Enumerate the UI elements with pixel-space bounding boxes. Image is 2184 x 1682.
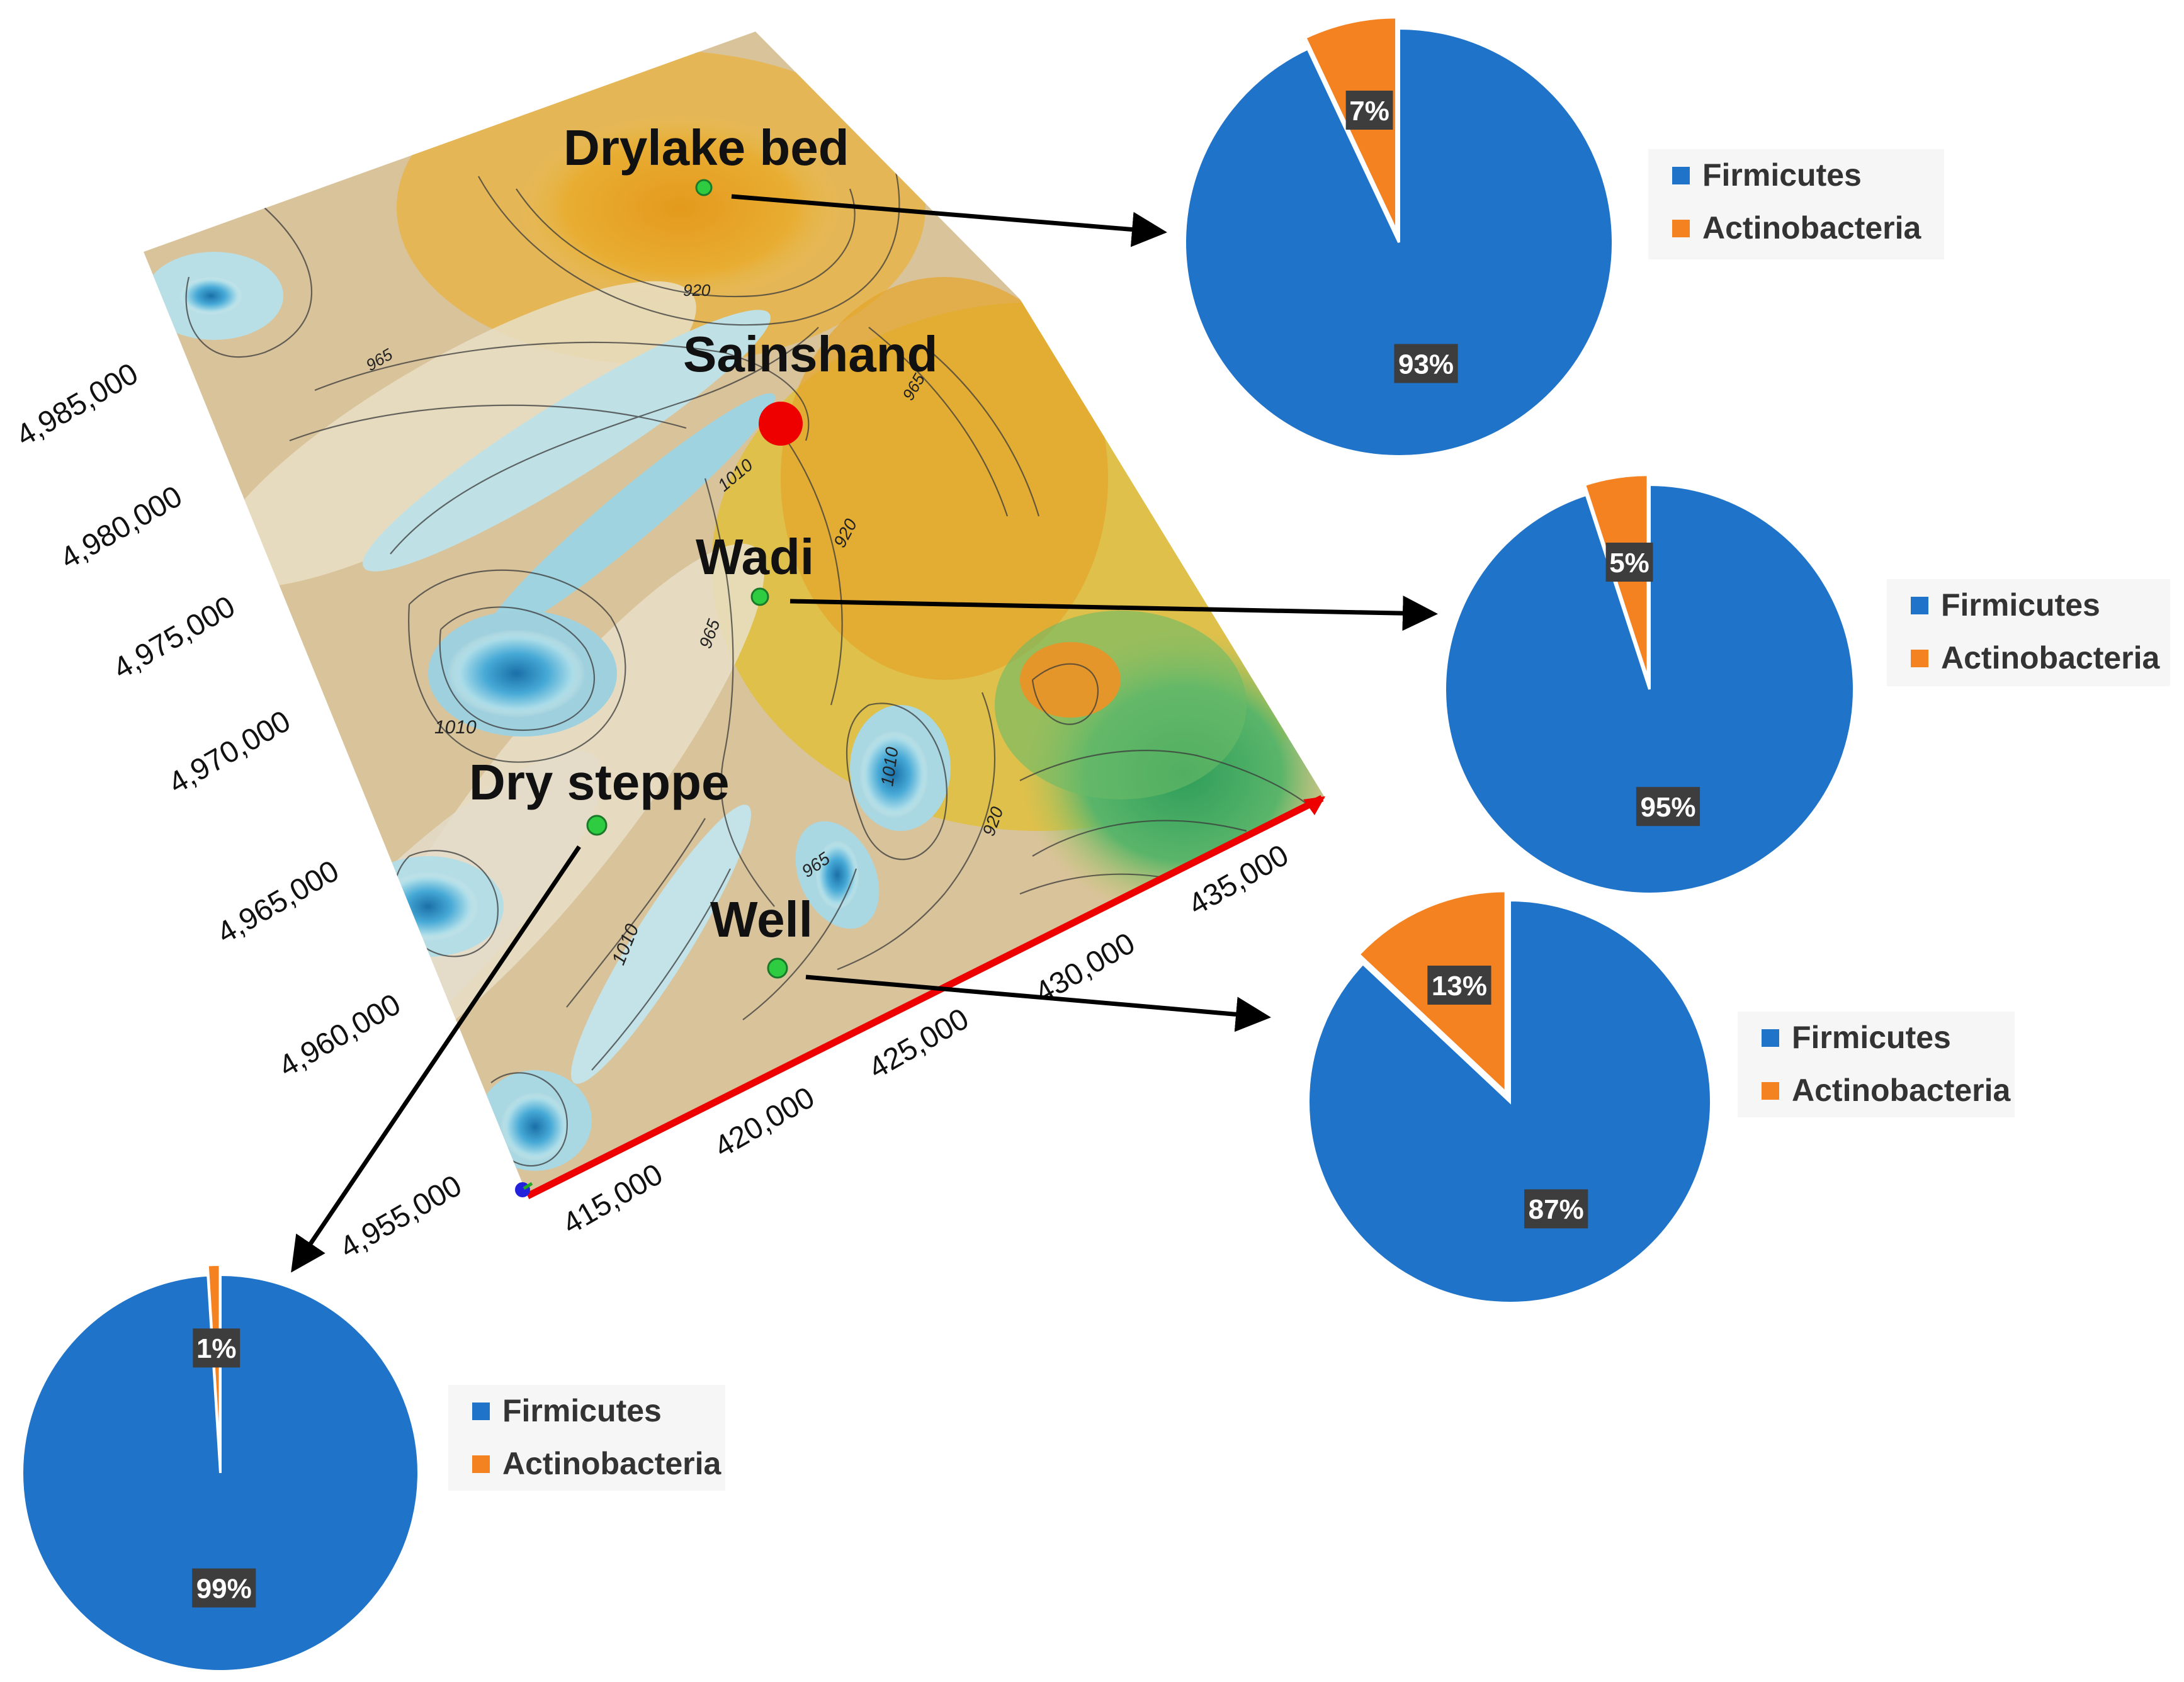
- legend-label-firmicutes: Firmicutes: [1702, 157, 1862, 193]
- site-marker-drysteppe[interactable]: [586, 815, 608, 836]
- northing-tick: 4,980,000: [55, 480, 188, 576]
- pie-label-actinobacteria: 7%: [1349, 96, 1389, 127]
- easting-axis-arrowhead: [1303, 796, 1325, 815]
- contour-label: 920: [683, 281, 711, 300]
- pie-label-firmicutes-bg: [1524, 1189, 1588, 1229]
- site-label-wadi: Wadi: [696, 529, 814, 585]
- site-marker-well[interactable]: [767, 957, 788, 979]
- legend-box: [1738, 1012, 2015, 1117]
- legend-label-actinobacteria: Actinobacteria: [1941, 640, 2161, 675]
- site-label-sainshand: Sainshand: [683, 326, 938, 382]
- legend-swatch-actinobacteria: [1762, 1082, 1779, 1100]
- legend-swatch-actinobacteria: [1911, 650, 1928, 667]
- pie-label-actinobacteria-bg: [1605, 543, 1653, 582]
- pie-label-firmicutes: 95%: [1640, 792, 1695, 823]
- legend-swatch-firmicutes: [1911, 597, 1928, 614]
- pie-label-firmicutes: 93%: [1398, 349, 1454, 380]
- pie-label-actinobacteria: 1%: [196, 1333, 237, 1364]
- pie-label-actinobacteria: 5%: [1609, 548, 1649, 579]
- pie-label-firmicutes: 87%: [1529, 1194, 1584, 1225]
- pie-label-firmicutes-bg: [1636, 787, 1700, 827]
- legend-swatch-firmicutes: [1672, 167, 1690, 184]
- northing-tick: 4,960,000: [273, 988, 406, 1084]
- pie-label-actinobacteria-bg: [193, 1328, 240, 1368]
- legend-swatch-actinobacteria: [472, 1455, 490, 1473]
- town-marker-sainshand[interactable]: [759, 402, 803, 446]
- legend-label-firmicutes: Firmicutes: [1941, 587, 2100, 623]
- site-label-drysteppe: Dry steppe: [469, 754, 729, 810]
- site-label-well: Well: [710, 891, 813, 947]
- pie-label-actinobacteria: 13%: [1432, 971, 1487, 1002]
- pie-slice-firmicutes: [20, 1273, 420, 1673]
- legend-box: [1887, 579, 2170, 686]
- pie-label-firmicutes-bg: [192, 1568, 256, 1608]
- legend-box: [1648, 149, 1944, 259]
- pie-charts: 93%7%FirmicutesActinobacteria95%5%Firmic…: [20, 16, 2170, 1673]
- pie-label-actinobacteria-bg: [1345, 90, 1393, 130]
- arrow-drysteppe-to-pie: [291, 845, 581, 1273]
- legend-swatch-actinobacteria: [1672, 220, 1690, 237]
- pie-label-actinobacteria-bg: [1427, 965, 1491, 1005]
- legend-label-actinobacteria: Actinobacteria: [502, 1446, 722, 1481]
- pie-label-firmicutes: 99%: [196, 1573, 252, 1604]
- legend-label-firmicutes: Firmicutes: [502, 1393, 662, 1428]
- arrow-wadi-to-pie: [789, 595, 1438, 631]
- arrow-drylake-to-pie: [731, 194, 1167, 247]
- northing-tick: 4,955,000: [334, 1169, 467, 1265]
- legend-box: [448, 1385, 725, 1491]
- pie-slice-firmicutes: [1307, 898, 1712, 1304]
- terrain-map: [144, 31, 1325, 1199]
- legend-swatch-firmicutes: [472, 1403, 490, 1420]
- northing-tick: 4,985,000: [11, 357, 144, 453]
- northing-tick: 4,970,000: [163, 704, 296, 801]
- pie-slice-firmicutes: [1444, 483, 1855, 895]
- arrow-well-to-pie: [805, 974, 1271, 1032]
- site-marker-drylake[interactable]: [695, 179, 713, 196]
- legend-label-firmicutes: Firmicutes: [1792, 1020, 1951, 1055]
- easting-axis-line: [526, 795, 1324, 1199]
- site-marker-wadi[interactable]: [750, 587, 769, 606]
- pie-label-firmicutes-bg: [1394, 344, 1458, 383]
- legend-label-actinobacteria: Actinobacteria: [1792, 1073, 2011, 1108]
- pie-slice-firmicutes: [1184, 26, 1615, 458]
- northing-axis-stub: [523, 1182, 533, 1190]
- northing-tick: 4,975,000: [108, 590, 240, 686]
- legend-swatch-firmicutes: [1762, 1029, 1779, 1047]
- northing-tick: 4,965,000: [212, 854, 344, 951]
- legend-label-actinobacteria: Actinobacteria: [1702, 210, 1922, 246]
- site-label-drylake: Drylake bed: [563, 120, 849, 176]
- contour-label: 1010: [434, 717, 477, 738]
